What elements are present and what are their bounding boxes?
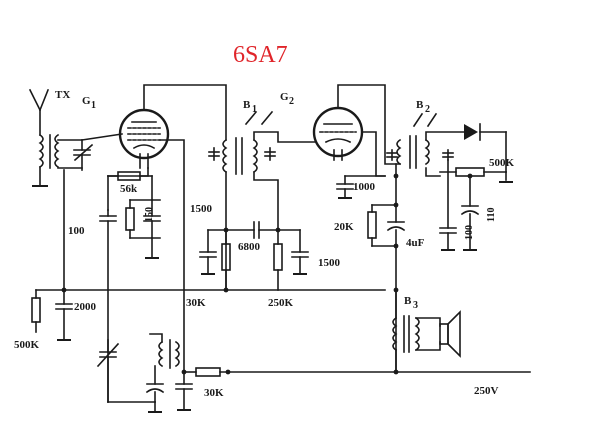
resistor-30k-lower xyxy=(183,367,531,377)
resistor-500k-left xyxy=(31,289,386,333)
r30k-lower-label: 30K xyxy=(204,387,224,399)
c6800-label: 6800 xyxy=(238,241,261,253)
capacitor-1000 xyxy=(336,175,386,199)
screen-wire-2 xyxy=(361,131,386,177)
b3-subscript: 3 xyxy=(413,300,418,311)
r20k-label: 20K xyxy=(334,221,354,233)
capacitor-left-6800 xyxy=(199,229,227,275)
g1-label: G xyxy=(82,95,91,107)
capacitor-6800 xyxy=(225,221,279,239)
supply-voltage-label: 250V xyxy=(474,385,499,397)
output-transformer-b3 xyxy=(392,289,420,373)
detector-diode xyxy=(425,123,507,173)
tube-model-title: 6SA7 xyxy=(233,42,288,68)
b2-label: B xyxy=(416,99,424,111)
g2-label: G xyxy=(280,91,289,103)
capacitor-1500-lower xyxy=(277,229,309,275)
r500k-right-label: 500K xyxy=(489,157,515,169)
r500k-left-label: 500K xyxy=(14,339,40,351)
oscillator-coil xyxy=(149,333,180,369)
c1000-label: 1000 xyxy=(353,181,376,193)
g1-subscript: 1 xyxy=(91,100,96,111)
oscillator-capacitor-2 xyxy=(175,371,193,411)
r250k-label: 250K xyxy=(268,297,294,309)
grid-wire-1 xyxy=(81,133,123,141)
c1500-upper-label: 1500 xyxy=(190,203,213,215)
c100-left-label: 100 xyxy=(68,225,85,237)
plate-wire-2 xyxy=(337,84,401,165)
c4uf-label: 4uF xyxy=(406,237,425,249)
capacitor-4uf xyxy=(386,163,406,373)
r56k-label: 56k xyxy=(120,183,138,195)
b3-label: B xyxy=(404,295,412,307)
oscillator-tuning-capacitor xyxy=(96,339,120,403)
b2-subscript: 2 xyxy=(425,104,430,115)
antenna-tuning-capacitor xyxy=(57,139,94,171)
screen-wire xyxy=(159,139,185,373)
g2-subscript: 2 xyxy=(289,96,294,107)
padder-capacitor xyxy=(107,365,165,413)
resistor-150 xyxy=(125,175,161,259)
c100-right-label: 100 xyxy=(464,225,475,240)
if-transformer-b1 xyxy=(208,110,276,291)
capacitor-2000 xyxy=(55,289,73,341)
resistor-56k xyxy=(107,171,153,211)
tx-label: TX xyxy=(55,89,70,101)
antenna-coil xyxy=(32,133,60,187)
b1-label: B xyxy=(243,99,251,111)
avc-wire xyxy=(253,171,279,231)
capacitor-110 xyxy=(460,175,480,251)
r150-label: 150 xyxy=(144,207,155,222)
c1500-lower-label: 1500 xyxy=(318,257,341,269)
resistor-250k xyxy=(273,229,283,291)
c2000-label: 2000 xyxy=(74,301,97,313)
b1-subscript: 1 xyxy=(252,104,257,115)
r30k-upper-label: 30K xyxy=(186,297,206,309)
resistor-20k xyxy=(367,204,397,247)
capacitor-100-right xyxy=(439,159,457,251)
tube-g2 xyxy=(312,106,364,161)
c110-label: 110 xyxy=(486,208,497,222)
if-transformer-b2 xyxy=(386,112,454,169)
junction-dots xyxy=(61,173,473,375)
tube-6sa7 xyxy=(118,108,170,169)
grid-wire-2 xyxy=(253,131,317,143)
plate-wire-1 xyxy=(143,84,227,141)
antenna xyxy=(28,88,50,136)
speaker-icon xyxy=(415,310,461,358)
